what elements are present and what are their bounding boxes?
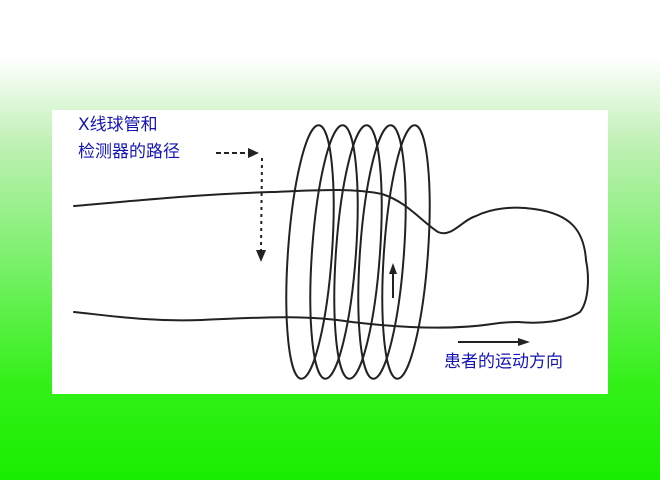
path-pointer-arrowhead (248, 148, 259, 158)
patient-head-outline (517, 259, 589, 324)
loop-direction-arrowhead-down (256, 250, 266, 262)
patient-body-bottom-outline (73, 311, 519, 329)
motion-direction-arrowhead (518, 338, 530, 346)
patient-body-top-outline (73, 189, 587, 261)
helical-scan-diagram (73, 124, 589, 380)
scan-path-label-line2: 检测器的路径 (78, 142, 180, 162)
scan-path-label-line1: X线球管和 (78, 115, 158, 135)
loop-direction-arrowhead-up (389, 263, 397, 274)
scan-loop-5 (381, 124, 431, 380)
patient-motion-label: 患者的运动方向 (444, 352, 563, 372)
scan-loop-2 (309, 124, 359, 380)
scan-loop-3 (333, 124, 383, 380)
scan-loop-4 (357, 124, 407, 380)
scan-loop-1 (285, 124, 335, 380)
figure-panel: X线球管和 检测器的路径 患者的运动方向 (52, 110, 608, 394)
loop-direction-dotted-arrow (260, 157, 263, 251)
